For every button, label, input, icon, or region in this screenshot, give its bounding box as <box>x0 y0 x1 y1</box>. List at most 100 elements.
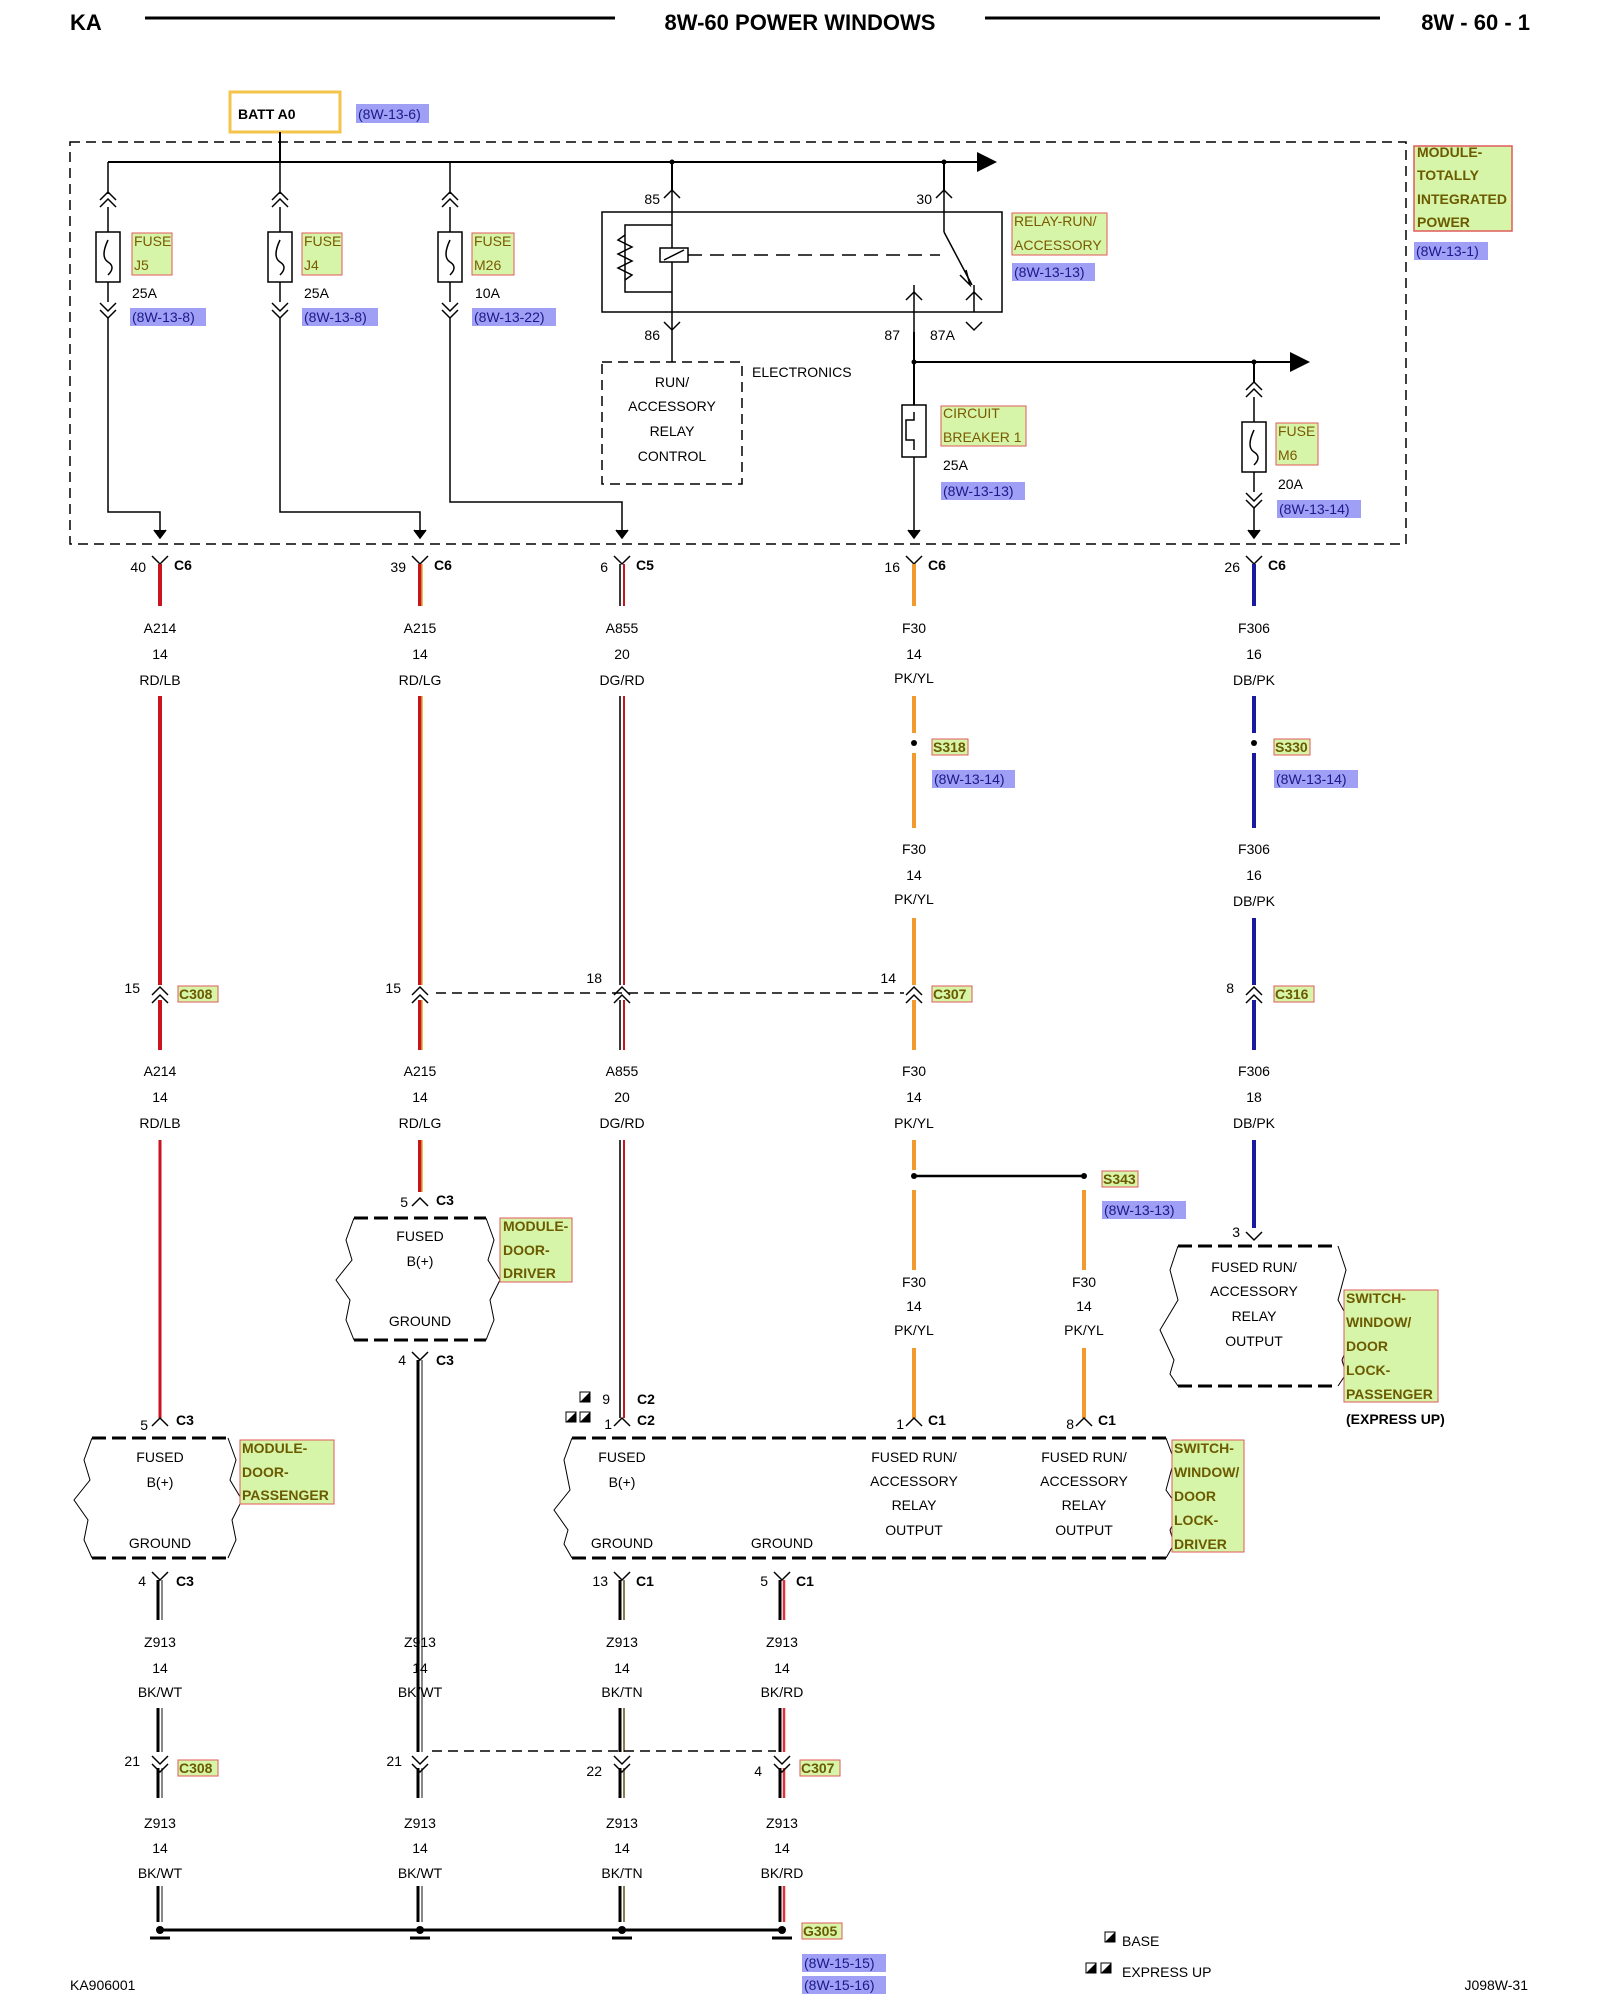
label-wires-upper-1-circuit: A215 <box>404 620 437 636</box>
battery-label: BATT A0 <box>238 106 296 122</box>
label-wires-mid-2-gauge: 20 <box>614 1089 630 1105</box>
label-ground-wires-2-3-gauge: 14 <box>774 1840 790 1856</box>
conn-c6-b: C6 <box>434 557 452 573</box>
wire-f30 <box>905 564 1086 1418</box>
relay-pin-87a: 87A <box>930 327 956 343</box>
fuse-j5-label: FUSE J5 25A (8W-13-8) <box>130 232 206 326</box>
label-fuses-1-line2: J4 <box>304 257 319 273</box>
label-ground-wires-1-0-gauge: 14 <box>152 1660 168 1676</box>
conn-c307-upper: C307 <box>933 986 967 1002</box>
label-splices-upper-1-ref: (8W-13-14) <box>1276 771 1347 787</box>
label-splice-s343-name: S343 <box>1103 1171 1136 1187</box>
label-driver-switch-pins-bot-1-conn: C1 <box>796 1573 814 1589</box>
label-wires-upper-4-color: DB/PK <box>1233 672 1276 688</box>
label-passenger-switch-name-2: DOOR <box>1346 1338 1388 1354</box>
label-driver-switch-out1-3: OUTPUT <box>885 1522 943 1538</box>
battery-bus <box>108 132 997 190</box>
relay-run-accessory <box>601 188 1003 332</box>
fuse-j5-rating: 25A <box>132 285 158 301</box>
label-wires-after-splice-0-color: PK/YL <box>894 891 934 907</box>
label-driver-switch-pins-top-3-conn: C1 <box>1098 1412 1116 1428</box>
label-driver-module-fused-1: B(+) <box>407 1253 434 1269</box>
label-passenger-module-ground: GROUND <box>129 1535 191 1551</box>
label-relay-lines-0: RELAY-RUN/ <box>1014 213 1097 229</box>
label-splices-upper-0-name: S318 <box>933 739 966 755</box>
conn-c308-lower: C308 <box>179 1760 213 1776</box>
ground-wire-bkwt-a <box>151 1580 169 1922</box>
fuse-j4 <box>267 162 427 540</box>
label-wires-upper-3-circuit: F30 <box>902 620 926 636</box>
label-wires-upper-2-color: DG/RD <box>599 672 644 688</box>
label-mid-connectors-4-pin: 8 <box>1226 980 1234 996</box>
label-driver-module-name-0: MODULE- <box>503 1218 569 1234</box>
fuse-m26-label: FUSE M26 10A (8W-13-22) <box>471 232 556 326</box>
ground-point-g305: G305 (8W-15-15) (8W-15-16) <box>801 1922 886 1994</box>
battery-source: BATT A0 (8W-13-6) <box>228 90 429 134</box>
label-wires-after-splice-1-circuit: F306 <box>1238 841 1270 857</box>
circuit-breaker-rating: 25A <box>943 457 969 473</box>
tipm-connectors <box>151 555 1263 566</box>
label-driver-module-pin-bot: 4 <box>398 1352 406 1368</box>
label-passenger-module-pin-bot: 4 <box>138 1573 146 1589</box>
legend: BASE EXPRESS UP <box>1085 1931 1211 1980</box>
label-passenger-switch-label-0: FUSED RUN/ <box>1211 1259 1297 1275</box>
splice-s318-label: S318 (8W-13-14) <box>931 738 1015 788</box>
module-door-passenger: 5 C3 FUSED B(+) GROUND 4 C3 MODULE- DOOR… <box>73 1412 335 1589</box>
splice-s343-dot-a <box>911 1173 917 1179</box>
conn-pin-16: 16 <box>884 559 900 575</box>
label-driver-switch-pins-top-2-pin: 1 <box>896 1416 904 1432</box>
label-ground-wires-2-0-circuit: Z913 <box>144 1815 176 1831</box>
label-passenger-module-name-1: DOOR- <box>242 1464 289 1480</box>
label-ground-wires-2-2-gauge: 14 <box>614 1840 630 1856</box>
label-ground-wires-1-2-gauge: 14 <box>614 1660 630 1676</box>
label-passenger-switch-label-3: OUTPUT <box>1225 1333 1283 1349</box>
relay-label: RELAY-RUN/ ACCESSORY (8W-13-13) <box>1011 212 1108 281</box>
label-fuses-0-line1: FUSE <box>134 233 171 249</box>
label-ground-wires-2-3-color: BK/RD <box>761 1865 804 1881</box>
label-mid-connectors-3-pin: 14 <box>880 970 896 986</box>
electronics-label: ELECTRONICS <box>752 364 852 380</box>
label-ground-wires-1-2-color: BK/TN <box>601 1684 642 1700</box>
conn-c6-a: C6 <box>174 557 192 573</box>
label-passenger-switch-name-0: SWITCH- <box>1346 1290 1406 1306</box>
label-splices-upper-1-name: S330 <box>1275 739 1308 755</box>
label-driver-switch-pins-top-0-pin: 9 <box>602 1391 610 1407</box>
conn-c308-upper: C308 <box>179 986 213 1002</box>
label-wires-after-splice-0-circuit: F30 <box>902 841 926 857</box>
label-driver-switch-pins-top-1-pin: 1 <box>604 1416 612 1432</box>
label-passenger-module-name-0: MODULE- <box>242 1440 308 1456</box>
label-driver-module-pin-top: 5 <box>400 1194 408 1210</box>
label-wires-s343-1-gauge: 14 <box>1076 1298 1092 1314</box>
conn-c5: C5 <box>636 557 654 573</box>
label-ground-wires-2-2-color: BK/TN <box>601 1865 642 1881</box>
tipm-line-4: POWER <box>1417 214 1470 230</box>
tipm-label: MODULE- TOTALLY INTEGRATED POWER (8W-13-… <box>1413 144 1513 260</box>
ground-wire-labels-1: Z913 14 BK/WT Z913 14 BK/WT Z913 14 BK/T… <box>138 1634 804 1700</box>
legend-base: BASE <box>1122 1933 1159 1949</box>
fuse-j4-ref: (8W-13-8) <box>304 309 367 325</box>
label-wires-mid-4-circuit: F306 <box>1238 1063 1270 1079</box>
label-passenger-switch-name-1: WINDOW/ <box>1346 1314 1411 1330</box>
wire-a855 <box>613 564 631 1418</box>
label-relay-control-1: ACCESSORY <box>628 398 716 414</box>
label-relay-control-0: RUN/ <box>655 374 689 390</box>
label-ground-wires-2-1-color: BK/WT <box>398 1865 443 1881</box>
label-mid-connectors-0-pin: 15 <box>124 980 140 996</box>
relay-pin-87: 87 <box>884 327 900 343</box>
label-wires-upper-0-color: RD/LB <box>139 672 180 688</box>
ground-wire-bkwt-b <box>411 1360 429 1922</box>
switch-window-door-lock-passenger: 3 FUSED RUN/ ACCESSORY RELAY OUTPUT SWIT… <box>1159 1224 1445 1427</box>
conn-pin-40: 40 <box>130 559 146 575</box>
label-relay-control-3: CONTROL <box>638 448 707 464</box>
label-passenger-switch-label-2: RELAY <box>1232 1308 1278 1324</box>
label-passenger-module-fused-0: FUSED <box>136 1449 183 1465</box>
label-ground-wires-1-2-circuit: Z913 <box>606 1634 638 1650</box>
label-ground-wires-2-0-color: BK/WT <box>138 1865 183 1881</box>
label-ground-connectors-3-pin: 4 <box>754 1763 762 1779</box>
label-driver-switch-pins-top-2-conn: C1 <box>928 1412 946 1428</box>
conn-pin-6: 6 <box>600 559 608 575</box>
label-wires-upper-3-gauge: 14 <box>906 646 922 662</box>
label-driver-switch-name-1: WINDOW/ <box>1174 1464 1239 1480</box>
tipm-line-3: INTEGRATED <box>1417 191 1507 207</box>
